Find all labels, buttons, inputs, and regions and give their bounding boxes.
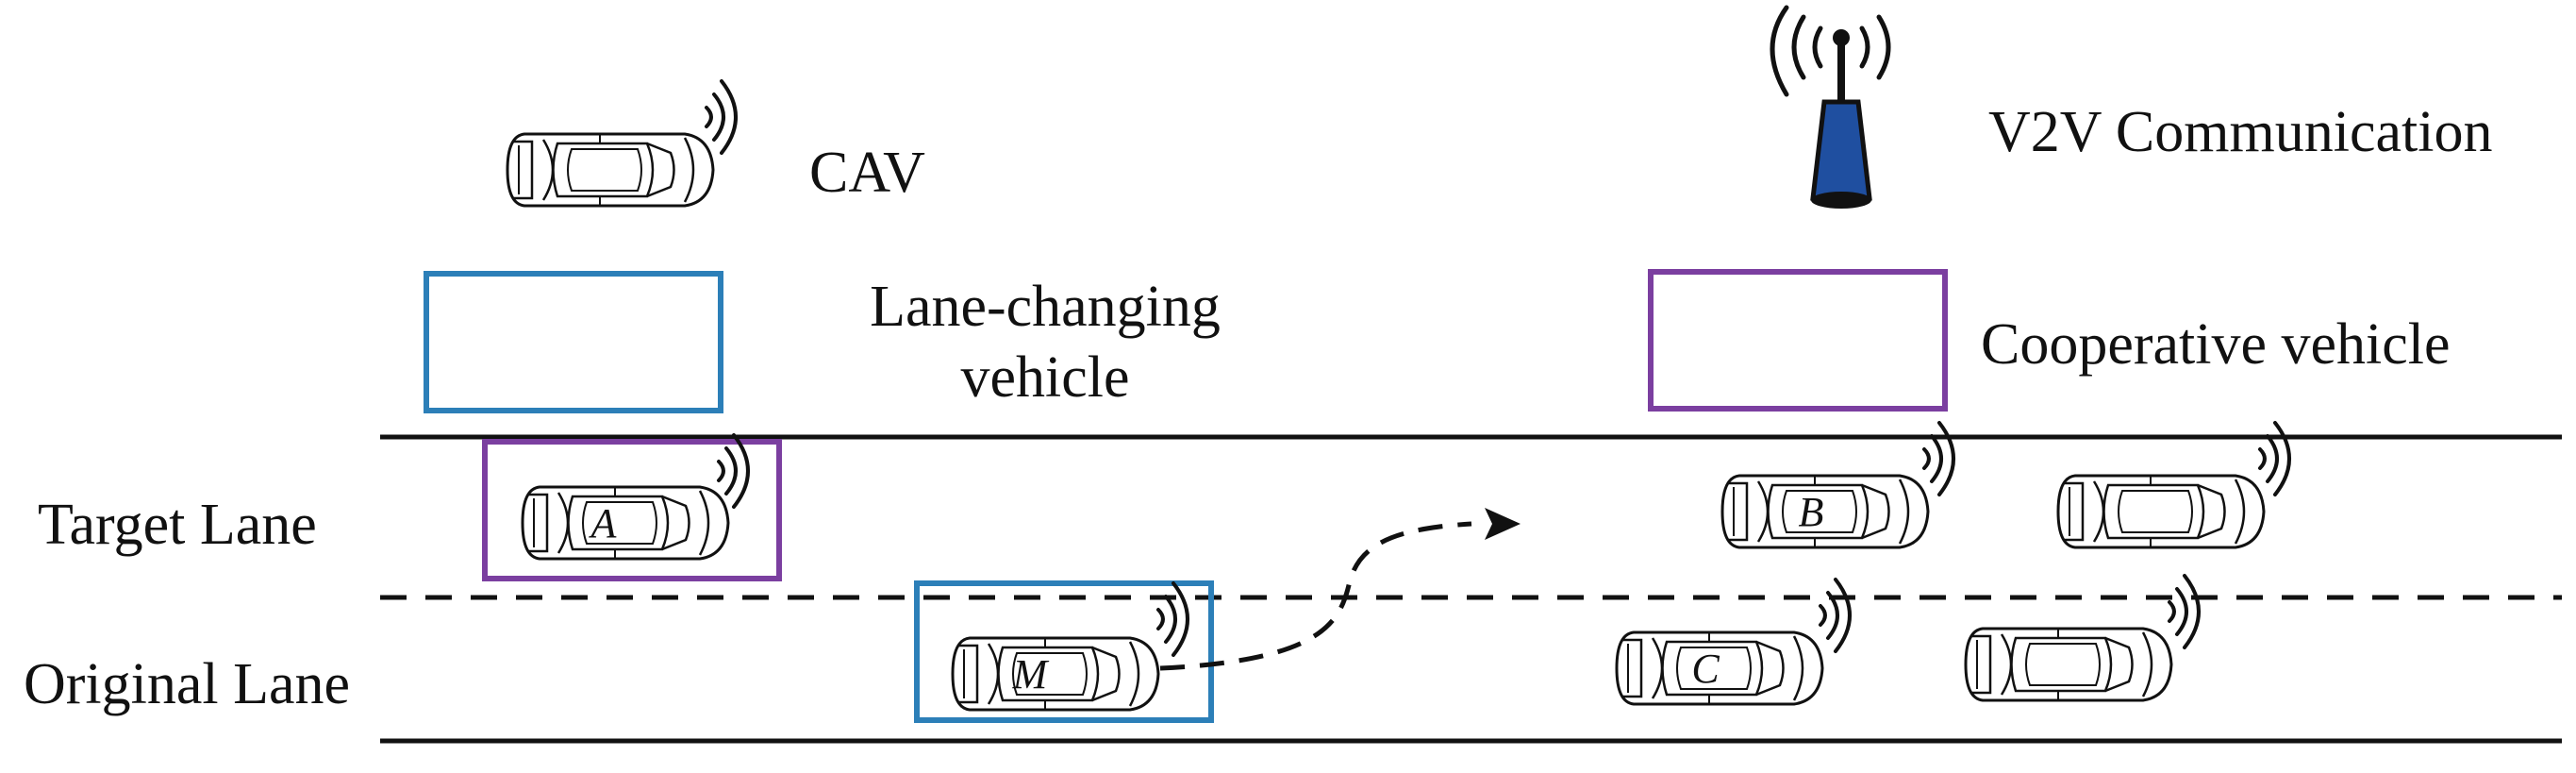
v2v-label: V2V Communication (1988, 100, 2492, 164)
target-lane-label: Target Lane (38, 493, 317, 557)
lane-change-trajectory (1159, 508, 1521, 671)
legend-v2v: V2V Communication (1770, 5, 2492, 209)
legend-cooperative: Cooperative vehicle (1648, 269, 2451, 412)
vehicle-a-letter: A (589, 500, 618, 546)
car-icon (1964, 627, 2173, 702)
signal-icon (2258, 421, 2291, 496)
signal-icon (1819, 578, 1852, 653)
arrowhead-icon (1485, 508, 1521, 540)
lane-changing-label-line2: vehicle (960, 345, 1129, 410)
original-lane-label: Original Lane (24, 652, 350, 716)
cooperative-highlight-box (482, 439, 782, 581)
lane-changing-swatch (424, 271, 723, 413)
lane-changing-highlight-box (914, 580, 1214, 723)
vehicle-c-letter: C (1691, 646, 1720, 692)
vehicle-a: A (482, 433, 782, 581)
vehicle-b: B (1720, 421, 1955, 549)
car-icon (2056, 474, 2266, 549)
vehicle-m-letter: M (1012, 651, 1050, 697)
cooperative-swatch (1648, 269, 1948, 412)
antenna-icon (1770, 5, 1891, 209)
legend-cav: CAV (506, 79, 925, 208)
car-icon (951, 636, 1160, 712)
lane-changing-label-line1: Lane-changing (870, 275, 1221, 339)
vehicle-m: M (914, 580, 1214, 723)
cooperative-label: Cooperative vehicle (1981, 312, 2451, 377)
signal-icon (1156, 581, 1189, 657)
signal-icon (717, 433, 750, 509)
vehicle-b-letter: B (1799, 489, 1824, 535)
cav-car-icon (506, 132, 715, 208)
car-icon (1720, 474, 1930, 549)
cav-label: CAV (809, 141, 925, 205)
vehicle-original-lead (1964, 574, 2201, 702)
signal-icon (1922, 421, 1955, 496)
vehicle-target-lead (2056, 421, 2291, 549)
car-icon (1615, 630, 1824, 706)
vehicle-c: C (1615, 578, 1852, 706)
car-icon (521, 485, 730, 561)
legend-lane-changing: Lane-changing vehicle (424, 271, 1221, 413)
signal-icon (705, 79, 738, 155)
signal-icon (2168, 574, 2201, 649)
